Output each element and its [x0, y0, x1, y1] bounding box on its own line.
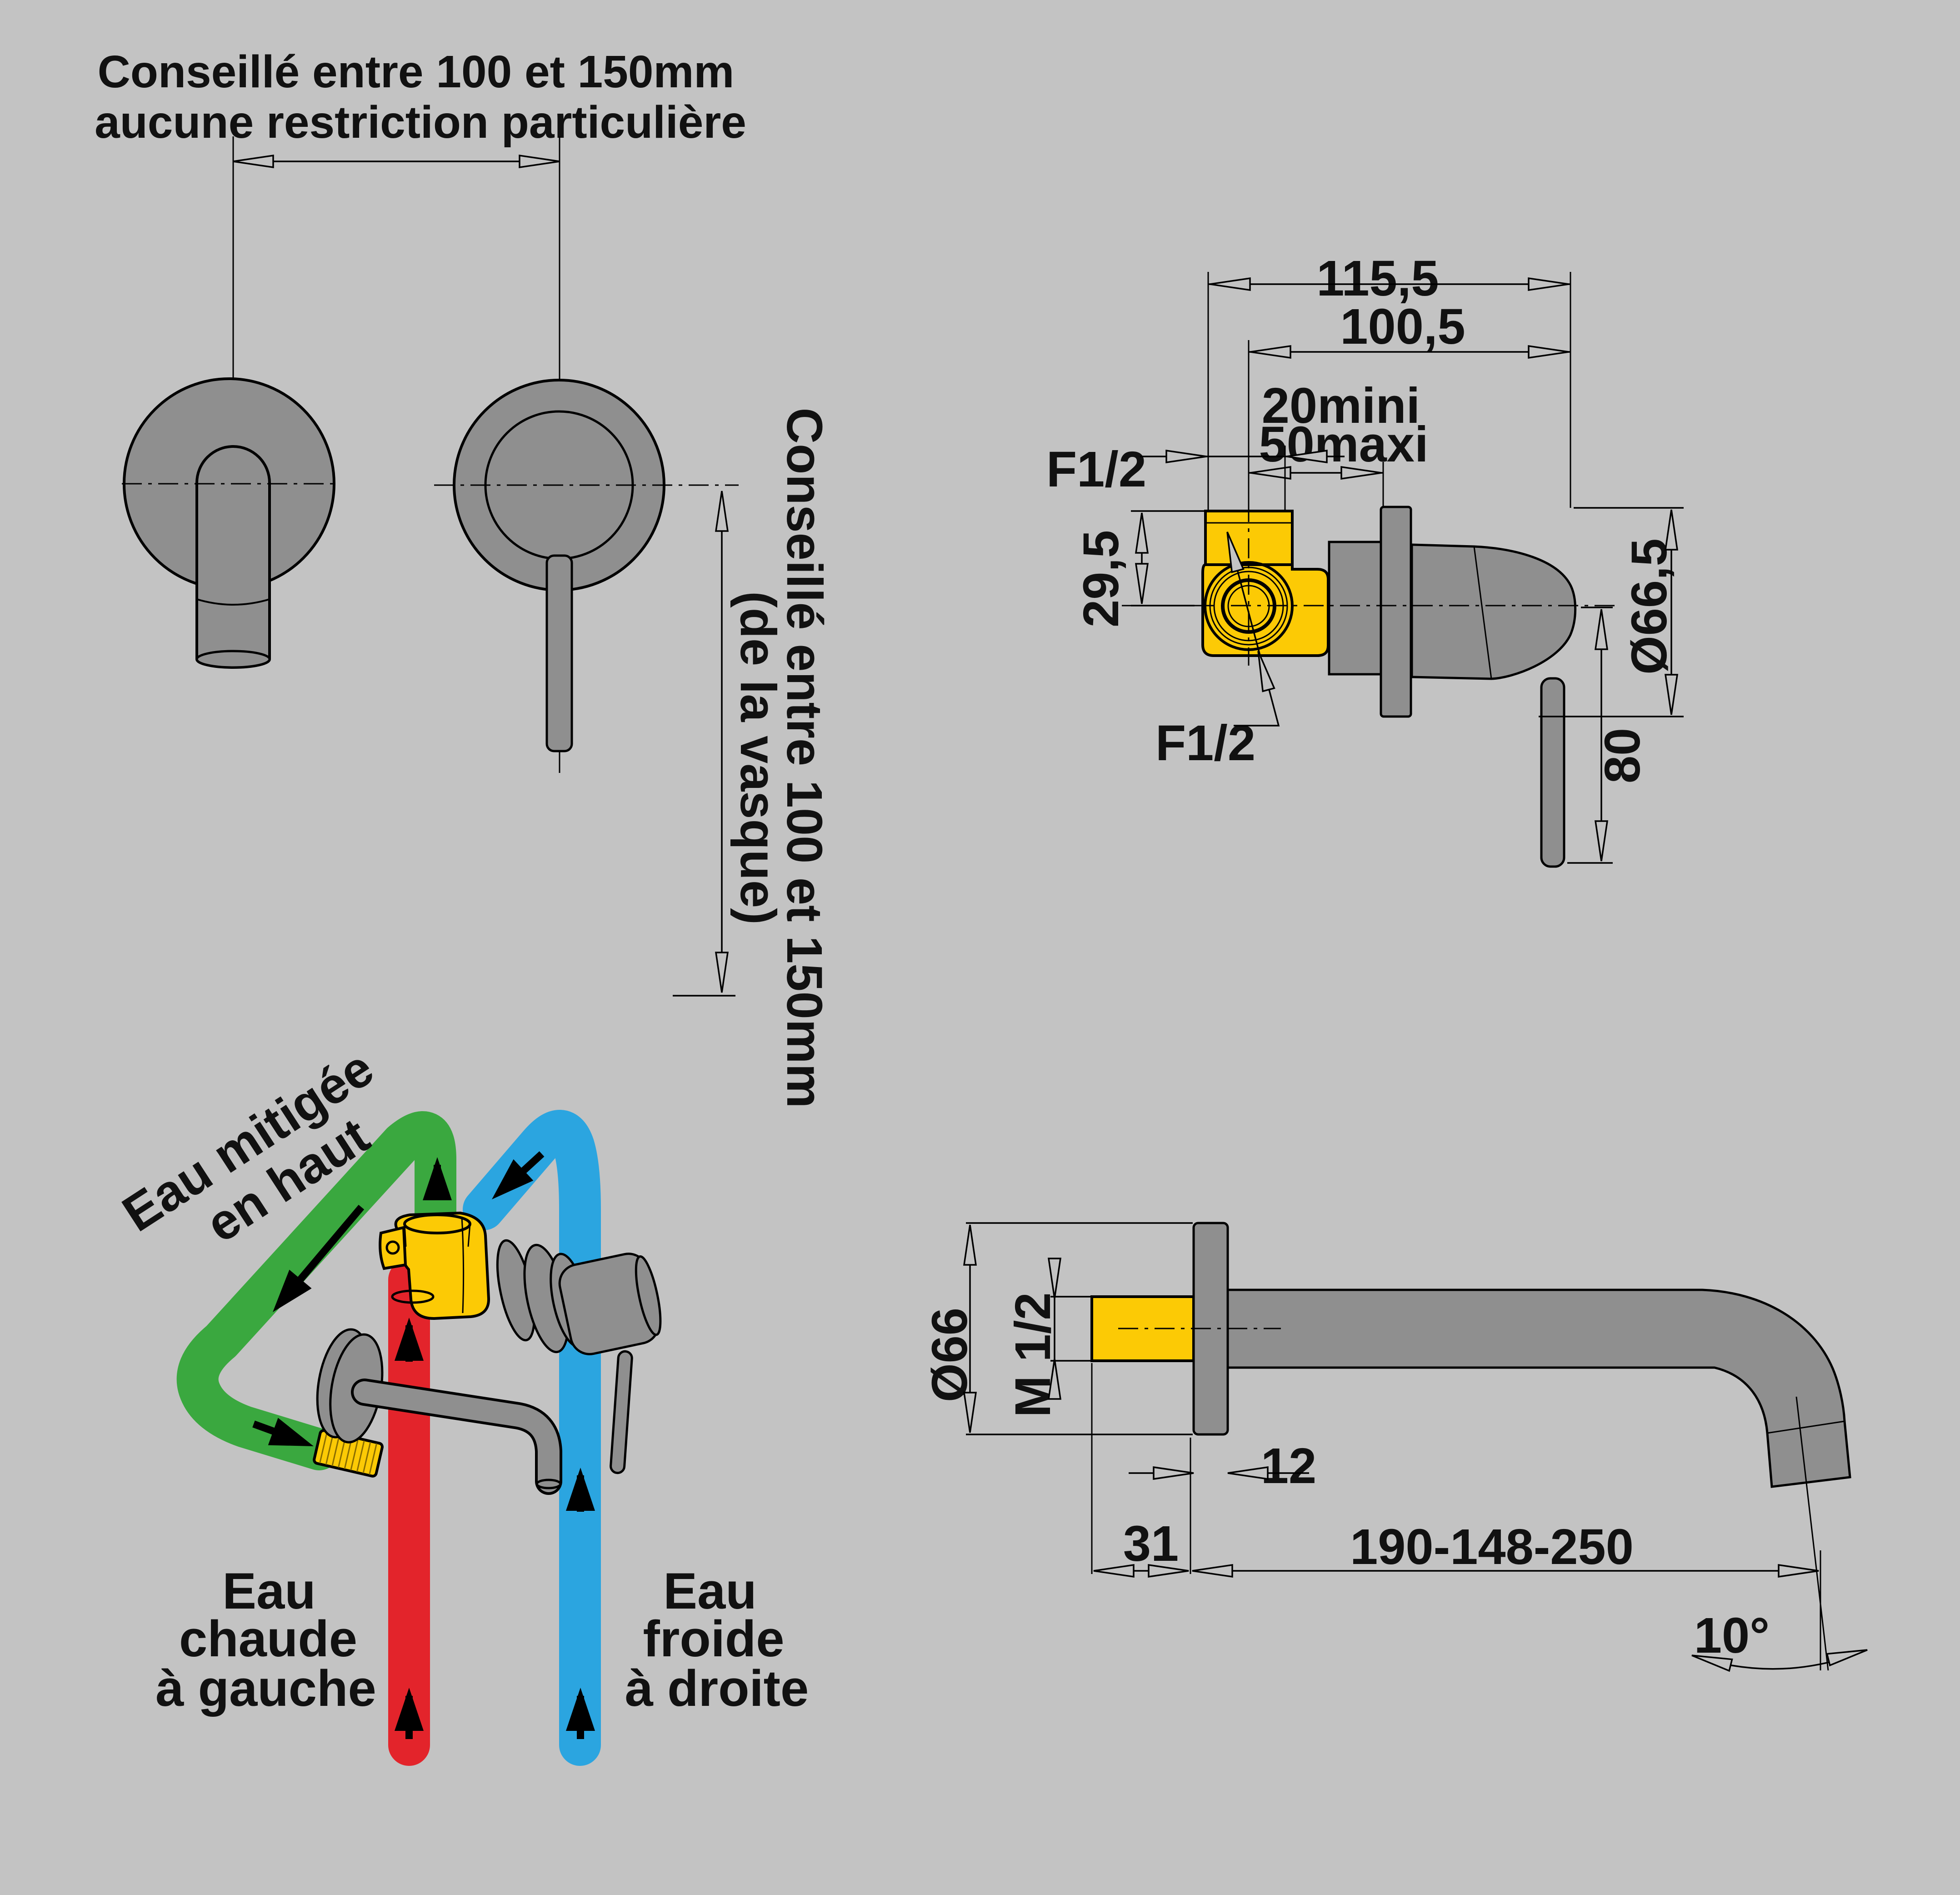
flow-handle-knob-face [635, 1255, 662, 1336]
spout-thread-inlet [1090, 1295, 1195, 1362]
flow-spout-outlet [535, 1479, 562, 1489]
dim-20mini-label: 20mini [1262, 378, 1420, 434]
flow-valve-tab [379, 1226, 407, 1270]
trim-body-parting-line [1473, 546, 1492, 679]
mixed-water-pipe [176, 1111, 456, 1470]
front-spout-tube [195, 445, 271, 669]
dim-length-label: 190-148-250 [1350, 1519, 1634, 1575]
thread-side-label: F1/2 [1155, 715, 1255, 771]
dim-29-5-group: 29,5 [1073, 530, 1129, 627]
front-handle-lever [545, 554, 573, 752]
flow-valve-top-port-side-right [467, 1223, 471, 1247]
front-side-note-line1: Conseillé entre 100 et 150mm [776, 408, 832, 1108]
cold-water-pipe [463, 1110, 601, 1766]
trim-sleeve [1328, 541, 1382, 676]
dim-29-5-label: 29,5 [1073, 530, 1129, 627]
valve-body [1201, 563, 1330, 657]
spout-aerator-line [1767, 1420, 1845, 1434]
flow-valve-bottom-port-rim [391, 1289, 435, 1304]
dim-66-5-group: Ø66,5 [1621, 538, 1677, 675]
flow-valve-seam [461, 1216, 465, 1313]
dim-12-label: 12 [1261, 1438, 1316, 1494]
cold-water-label-line1: Eau [663, 1563, 756, 1619]
front-view: Conseillé entre 100 et 150mm aucune rest… [95, 46, 832, 1108]
front-side-note-line2-group: (de la vasque) [730, 591, 786, 925]
flow-handle-rod [610, 1350, 633, 1474]
front-note-line1: Conseillé entre 100 et 150mm [98, 46, 735, 97]
dim-80-label: 80 [1595, 728, 1650, 783]
hot-water-label-line3: à gauche [155, 1660, 376, 1717]
flow-valve-tab-hole [385, 1240, 400, 1255]
thread-side-leader [1226, 531, 1280, 727]
front-spout-joint-line [196, 598, 270, 606]
cold-water-label-line3: à droite [625, 1660, 809, 1717]
thread-top-label: F1/2 [1046, 441, 1146, 497]
dim-80-group: 80 [1595, 728, 1650, 783]
front-side-note-line1-group: Conseillé entre 100 et 150mm [776, 408, 832, 1108]
dim-100-5-label: 100,5 [1340, 299, 1465, 355]
spout-view: Ø66 M 1/2 12 31 190-148-250 [922, 1222, 1870, 1672]
hot-water-label-line2: chaude [179, 1610, 357, 1667]
front-side-note-line2: (de la vasque) [730, 591, 786, 925]
angle-axis-line [1795, 1396, 1829, 1671]
dim-50maxi-label: 50maxi [1259, 416, 1428, 472]
dim-66-5-label: Ø66,5 [1621, 538, 1677, 675]
dim-66-label: Ø66 [922, 1308, 978, 1402]
trim-handle-lever [1540, 677, 1565, 868]
spout-body [1226, 1288, 1851, 1488]
front-spout-outlet [195, 650, 271, 669]
front-note-line2: aucune restriction particulière [95, 97, 746, 148]
dim-angle-label: 10° [1694, 1608, 1770, 1664]
dim-66-group: Ø66 [922, 1308, 978, 1402]
side-view: 115,5 100,5 20mini 50maxi F1/2 29,5 [1046, 251, 1684, 868]
trim-wall-flange [1380, 506, 1412, 718]
hot-water-label-line1: Eau [222, 1563, 315, 1619]
flow-spout [354, 1381, 560, 1492]
flow-handle-knob [558, 1253, 662, 1355]
flow-valve-top-port-side-left [404, 1223, 407, 1247]
dim-115-5-label: 115,5 [1316, 251, 1439, 306]
cold-water-label-line2: froide [643, 1610, 784, 1667]
trim-body [1410, 543, 1577, 680]
flow-thread-coupling [313, 1429, 384, 1478]
dim-31-label: 31 [1123, 1516, 1179, 1572]
